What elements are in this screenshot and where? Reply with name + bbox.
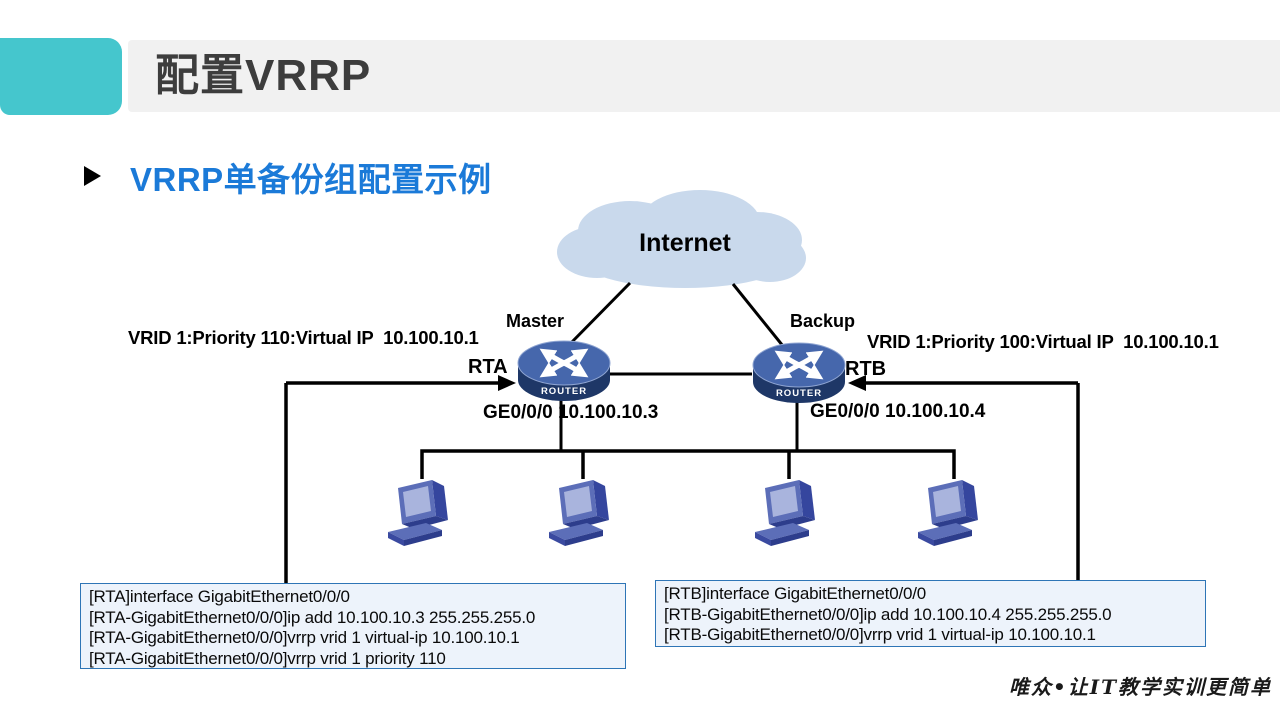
rta-role-label: Master <box>506 311 565 331</box>
rta-vrid-label: VRID 1:Priority 110:Virtual IP 10.100.10… <box>128 327 479 348</box>
rta-name-label: RTA <box>468 356 508 378</box>
router-caption: ROUTER <box>776 388 822 399</box>
internet-label: Internet <box>639 229 731 257</box>
rta-callout-line <box>284 375 516 584</box>
config-line: [RTB-GigabitEthernet0/0/0]vrrp vrid 1 vi… <box>664 625 1096 645</box>
rtb-config-box: [RTB]interface GigabitEthernet0/0/0[RTB-… <box>655 580 1206 647</box>
page-title: 配置VRRP <box>155 51 372 100</box>
pc-icon <box>912 476 992 548</box>
accent-block <box>0 38 122 115</box>
config-line: [RTA-GigabitEthernet0/0/0]vrrp vrid 1 vi… <box>89 628 520 648</box>
internet-cloud-icon <box>557 190 806 288</box>
config-line: [RTB]interface GigabitEthernet0/0/0 <box>664 584 927 603</box>
pc-icon <box>543 476 623 548</box>
section-subtitle: VRRP单备份组配置示例 <box>130 161 492 198</box>
bullet-triangle-icon <box>84 166 101 186</box>
router-rtb-icon: ROUTER <box>752 342 846 403</box>
link-cloud-rtb <box>731 283 789 352</box>
rtb-interface-label: GE0/0/0 10.100.10.4 <box>810 401 986 422</box>
config-line: [RTA]interface GigabitEthernet0/0/0 <box>89 587 350 606</box>
watermark-text: 唯众•让IT教学实训更简单 <box>1008 675 1272 699</box>
rta-interface-label: GE0/0/0 10.100.10.3 <box>483 402 659 423</box>
pc-icon <box>749 476 829 548</box>
rtb-vrid-label: VRID 1:Priority 100:Virtual IP 10.100.10… <box>867 331 1219 352</box>
router-caption: ROUTER <box>541 386 587 397</box>
config-line: [RTA-GigabitEthernet0/0/0]ip add 10.100.… <box>89 607 536 627</box>
config-line: [RTA-GigabitEthernet0/0/0]vrrp vrid 1 pr… <box>89 648 446 668</box>
router-rta-icon: ROUTER <box>517 340 611 401</box>
rtb-callout-line <box>848 375 1080 581</box>
rta-config-box: [RTA]interface GigabitEthernet0/0/0[RTA-… <box>80 583 626 669</box>
config-line: [RTB-GigabitEthernet0/0/0]ip add 10.100.… <box>664 604 1112 624</box>
rtb-role-label: Backup <box>790 311 856 331</box>
lan-bus-line <box>420 449 956 479</box>
link-cloud-rta <box>565 281 632 349</box>
rtb-name-label: RTB <box>845 358 887 380</box>
title-bar <box>128 40 1280 112</box>
pc-icon <box>382 476 462 548</box>
